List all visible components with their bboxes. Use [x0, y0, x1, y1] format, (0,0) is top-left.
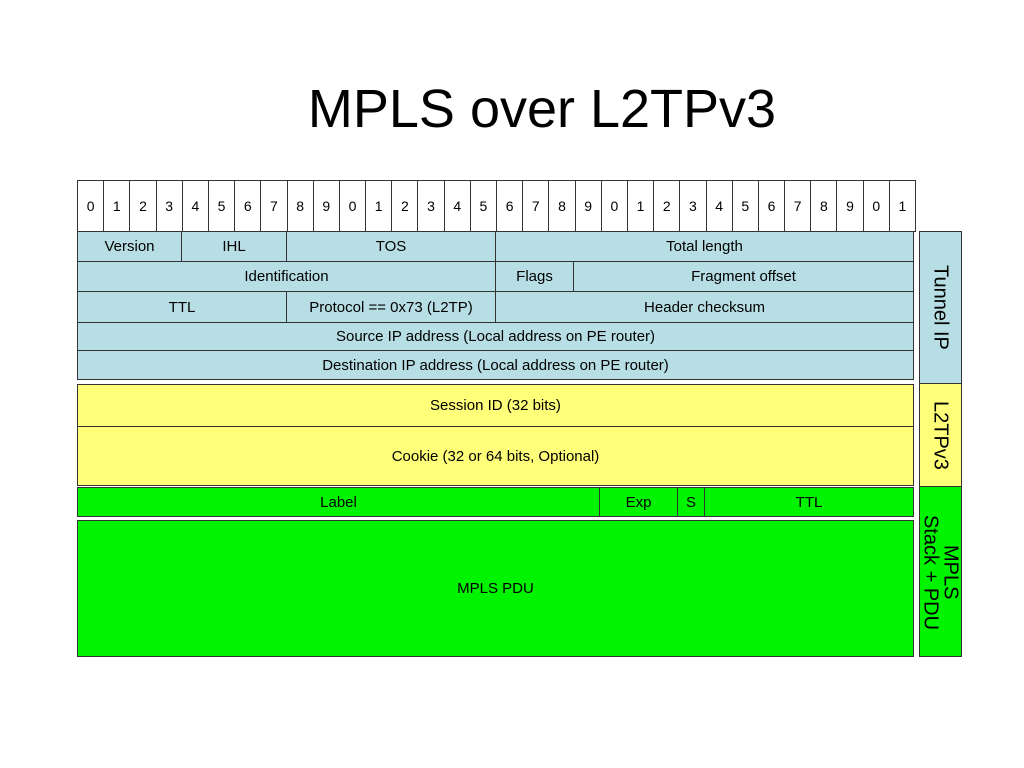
bit-number-cell: 1: [626, 180, 655, 232]
field-fragment-offset: Fragment offset: [573, 261, 914, 292]
bit-number-cell: 0: [77, 180, 105, 232]
bit-number-cell: 3: [155, 180, 183, 232]
bit-number-cell: 4: [181, 180, 209, 232]
bit-number-cell: 3: [679, 180, 707, 232]
field-source-ip: Source IP address (Local address on PE r…: [77, 322, 914, 351]
side-label-tunnel-ip-text: Tunnel IP: [929, 265, 952, 350]
bit-number-cell: 9: [574, 180, 602, 232]
field-session-id: Session ID (32 bits): [77, 384, 914, 427]
field-identification: Identification: [77, 261, 496, 292]
bit-number-cell: 5: [469, 180, 497, 232]
side-label-mpls-stack-text: MPLS Stack + PDU: [919, 515, 962, 631]
bit-number-cell: 5: [207, 180, 236, 232]
field-ihl: IHL: [181, 231, 287, 262]
bit-number-cell: 6: [234, 180, 262, 232]
bit-number-cell: 1: [365, 180, 393, 232]
bit-number-cell: 8: [548, 180, 576, 232]
field-protocol: Protocol == 0x73 (L2TP): [286, 291, 496, 323]
bit-number-cell: 2: [129, 180, 157, 232]
field-header-checksum: Header checksum: [495, 291, 914, 323]
bit-number-cell: 8: [286, 180, 314, 232]
bit-number-cell: 7: [260, 180, 288, 232]
side-label-l2tpv3-text: L2TPv3: [929, 400, 952, 470]
bit-number-cell: 8: [810, 180, 838, 232]
field-total-length: Total length: [495, 231, 914, 262]
field-label: Label: [77, 487, 600, 517]
field-ttl: TTL: [77, 291, 287, 323]
bit-number-cell: 2: [653, 180, 681, 232]
bit-number-cell: 0: [862, 180, 890, 232]
side-label-mpls-stack: MPLS Stack + PDU: [919, 486, 962, 657]
bit-number-cell: 1: [103, 180, 131, 232]
field-mpls-ttl: TTL: [704, 487, 914, 517]
field-cookie: Cookie (32 or 64 bits, Optional): [77, 426, 914, 486]
side-label-tunnel-ip: Tunnel IP: [919, 231, 962, 384]
bit-number-cell: 7: [784, 180, 812, 232]
field-mpls-pdu: MPLS PDU: [77, 520, 914, 657]
field-destination-ip: Destination IP address (Local address on…: [77, 350, 914, 380]
bit-number-cell: 0: [338, 180, 367, 232]
side-label-l2tpv3: L2TPv3: [919, 383, 962, 487]
bit-number-cell: 9: [836, 180, 864, 232]
field-tos: TOS: [286, 231, 496, 262]
bit-number-cell: 0: [600, 180, 628, 232]
bit-number-cell: 2: [391, 180, 419, 232]
field-version: Version: [77, 231, 182, 262]
field-flags: Flags: [495, 261, 574, 292]
bit-number-cell: 4: [443, 180, 471, 232]
bit-number-cell: 6: [496, 180, 524, 232]
bit-number-cell: 3: [417, 180, 445, 232]
bit-number-cell: 9: [312, 180, 340, 232]
slide-title: MPLS over L2TPv3: [307, 79, 777, 139]
bit-number-cell: 7: [522, 180, 550, 232]
field-s: S: [677, 487, 705, 517]
bit-number-cell: 1: [888, 180, 916, 232]
field-exp: Exp: [599, 487, 678, 517]
bit-number-cell: 6: [757, 180, 786, 232]
bit-number-cell: 4: [705, 180, 733, 232]
bit-number-cell: 5: [731, 180, 759, 232]
